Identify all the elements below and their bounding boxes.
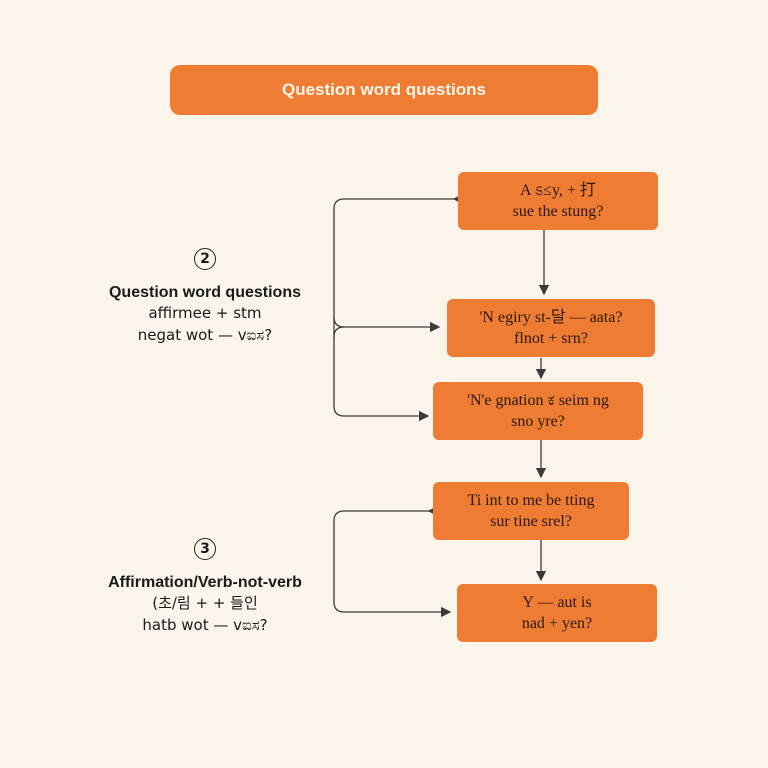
section-3-line-2: hatb wot — vಐಸ? <box>142 616 268 634</box>
section-3-title: Affirmation/Verb-not-verb <box>108 574 302 591</box>
step-badge-2: 2 <box>194 248 216 270</box>
flow-box-2-line-2: flnot + srn? <box>514 330 588 347</box>
bracket-line-1 <box>333 198 455 422</box>
flow-box-1-line-1: A ಽ≤y, + 打 <box>520 182 596 199</box>
flow-box-5: Y — aut is nad + yen? <box>457 584 657 642</box>
section-3: 3 Affirmation/Verb-not-verb (초/림 + + 들인 … <box>0 538 410 636</box>
step-badge-3: 3 <box>194 538 216 560</box>
title-text: Question word questions <box>281 80 486 99</box>
bracket-line-2 <box>333 510 452 618</box>
flow-box-4-line-1: Ti int to me be tting <box>467 492 595 509</box>
bracket-branch-1b <box>333 326 345 338</box>
flow-box-2-line-1: 'N egiry st-달 — aata? <box>479 309 623 326</box>
section-2-line-1: affirmee + stm <box>148 304 262 322</box>
section-2-line-2: negat wot — vಐಸ? <box>137 326 273 344</box>
flow-box-3-line-1: 'N'e gnation ಕ seim ng <box>467 392 609 409</box>
flow-box-1: A ಽ≤y, + 打 sue the stung? <box>458 172 658 230</box>
flow-box-3-line-2: sno yre? <box>511 413 565 430</box>
section-2: 2 Question word questions affirmee + stm… <box>0 248 410 346</box>
flow-box-4: Ti int to me be tting sur tine srel? <box>433 482 629 540</box>
flow-box-4-line-2: sur tine srel? <box>490 513 572 530</box>
flow-box-5-line-2: nad + yen? <box>521 615 593 632</box>
flow-box-3: 'N'e gnation ಕ seim ng sno yre? <box>433 382 643 440</box>
section-2-title: Question word questions <box>108 284 301 301</box>
flow-box-1-line-2: sue the stung? <box>512 203 604 220</box>
flow-box-2: 'N egiry st-달 — aata? flnot + srn? <box>447 299 655 357</box>
section-3-line-1: (초/림 + + 들인 <box>152 594 258 612</box>
title-banner: Question word questions <box>170 65 598 115</box>
flow-box-5-line-1: Y — aut is <box>522 594 592 611</box>
